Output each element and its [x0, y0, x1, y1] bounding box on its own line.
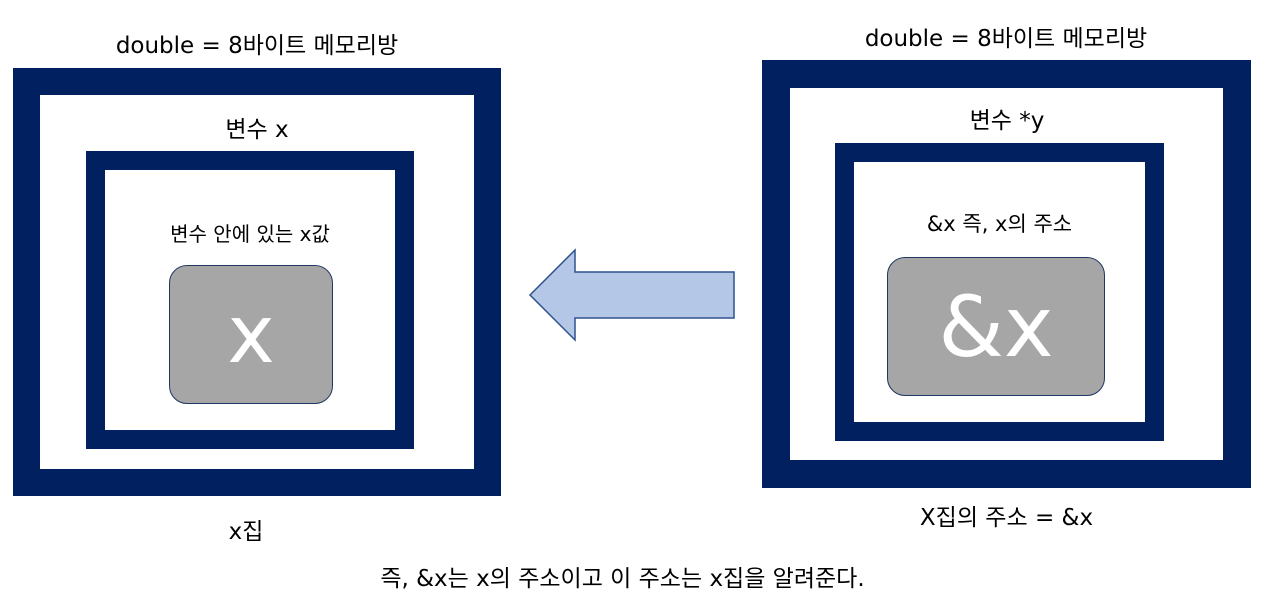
left-inner-label: 변수 안에 있는 x값 — [170, 222, 330, 246]
left-value-text: x — [227, 288, 275, 381]
right-variable-label: 변수 *y — [969, 108, 1045, 134]
right-value-text: &x — [938, 277, 1054, 376]
left-house-label: x집 — [228, 519, 264, 545]
caption: 즉, &x는 x의 주소이고 이 주소는 x집을 알려준다. — [380, 566, 865, 592]
right-inner-label: &x 즉, x의 주소 — [926, 212, 1073, 236]
right-address-label: X집의 주소 = &x — [919, 505, 1094, 531]
left-arrow-icon — [528, 248, 735, 342]
right-value-box: &x — [887, 257, 1105, 396]
right-memory-label: double = 8바이트 메모리방 — [864, 26, 1148, 52]
left-memory-label: double = 8바이트 메모리방 — [115, 33, 399, 59]
left-variable-label: 변수 x — [225, 117, 289, 143]
left-value-box: x — [169, 265, 333, 404]
